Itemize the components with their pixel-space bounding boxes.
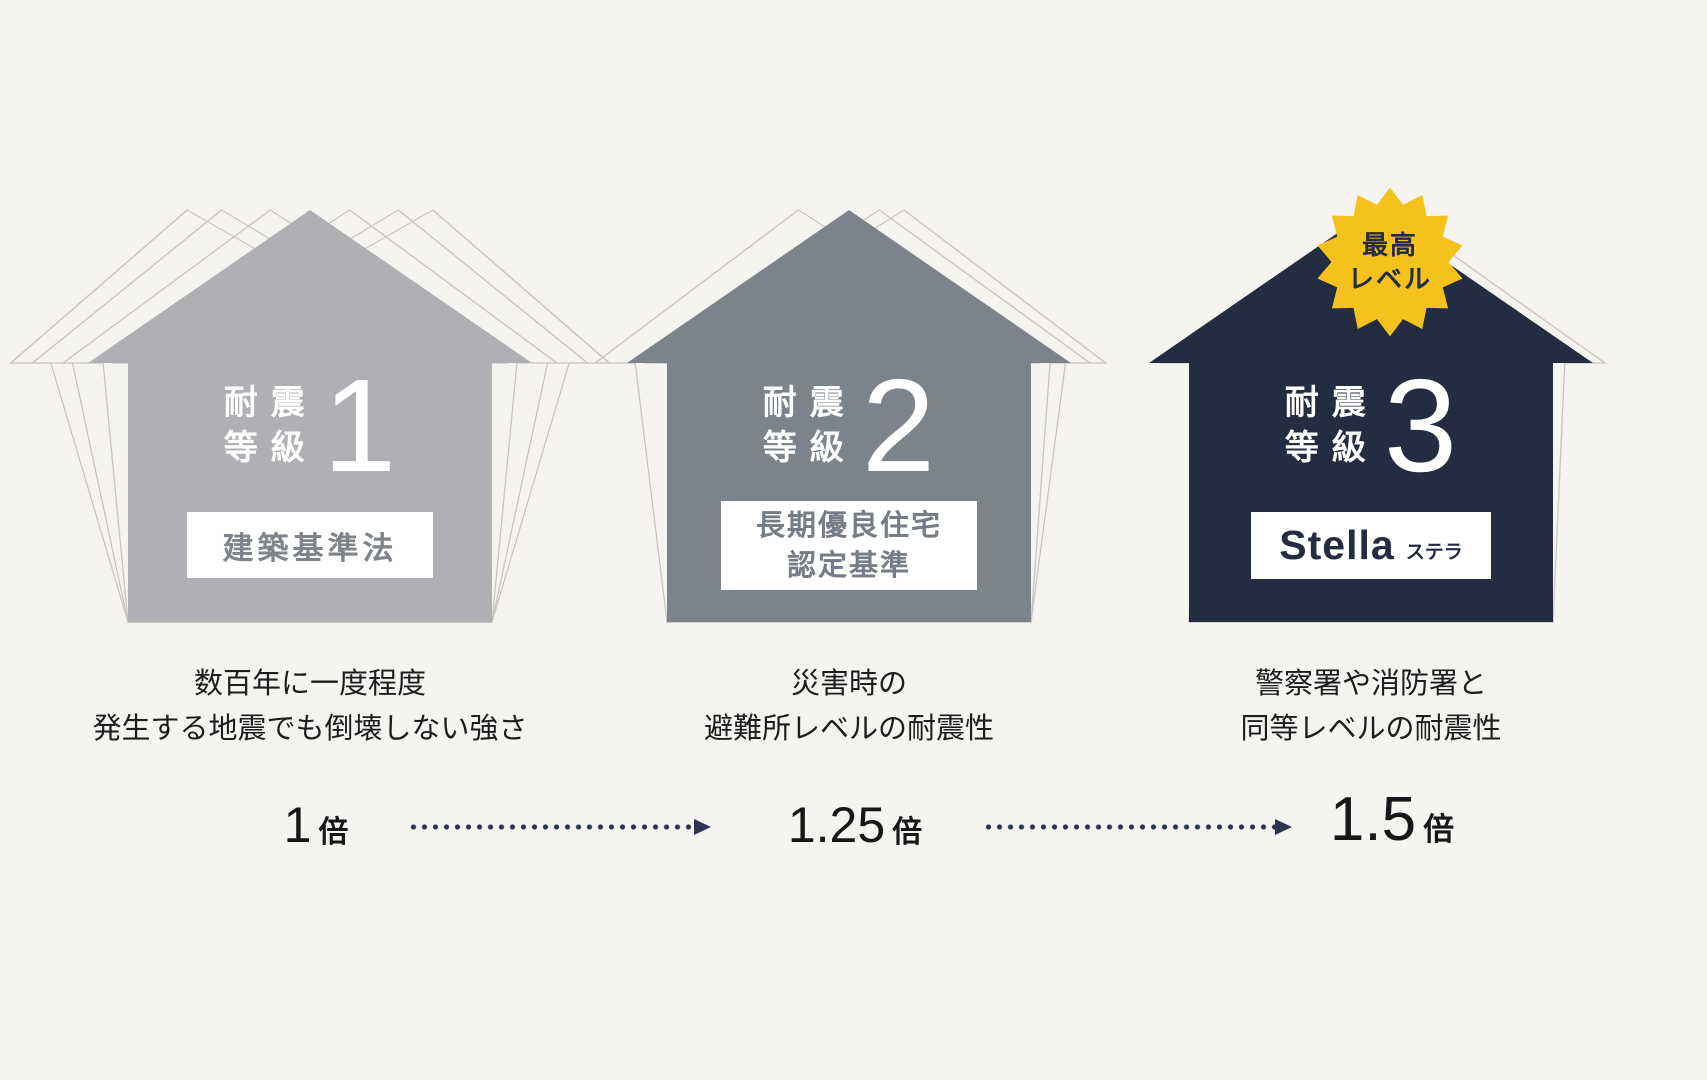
house1-body <box>128 360 492 622</box>
multiplier-unit: 倍 <box>318 816 349 849</box>
multiplier-value: 1.25 <box>787 797 886 853</box>
grade3-prefix: 耐震 等級 <box>1284 384 1379 467</box>
house2-roof <box>627 210 1071 363</box>
grade1-title: 耐震 等級 1 <box>64 352 556 499</box>
multiplier-value: 1 <box>283 797 312 853</box>
brand-ruby: ステラ <box>1405 542 1463 563</box>
grade1-prefix: 耐震 等級 <box>223 384 318 467</box>
multiplier-unit: 倍 <box>1423 812 1455 847</box>
grade2-number: 2 <box>861 352 936 499</box>
grade1-number: 1 <box>322 352 397 499</box>
grade2-description: 災害時の 避難所レベルの耐震性 <box>703 668 994 745</box>
grade3-description: 警察署や消防署と 同等レベルの耐震性 <box>1240 668 1502 745</box>
arrowhead-icon <box>1275 819 1292 835</box>
grade1-description: 数百年に一度程度 発生する地震でも倒壊しない強さ <box>92 668 528 745</box>
grade3-number: 3 <box>1383 352 1458 499</box>
grade2-column: 耐震 等級 2 長期優良住宅 認定基準 災害時の 避難所レベルの耐震性 <box>593 0 1108 1080</box>
grade3-title: 耐震 等級 3 <box>1125 352 1617 499</box>
arrowhead-icon <box>694 819 711 835</box>
badge-text: 最高 レベル <box>1347 230 1432 294</box>
multiplier-value: 1.5 <box>1329 785 1417 854</box>
house1-roof <box>88 210 532 363</box>
grade2-standard-label: 長期優良住宅 認定基準 <box>721 501 977 590</box>
grade2-title: 耐震 等級 2 <box>603 352 1095 499</box>
grade1-column: 耐震 等級 1 建築基準法 数百年に一度程度 発生する地震でも倒壊しない強さ <box>8 0 612 1080</box>
dotted-arrow-icon <box>983 819 1292 835</box>
grade2-prefix: 耐震 等級 <box>762 384 857 467</box>
grade1-standard-label: 建築基準法 <box>187 512 433 578</box>
grade3-column: 最高 レベル 耐震 等級 3 Stella ステラ 警察署や消防署と 同等レベル… <box>1125 0 1617 1080</box>
brand-name: Stella <box>1279 522 1395 568</box>
grade3-brand-label: Stella ステラ <box>1251 512 1491 579</box>
multiplier-unit: 倍 <box>892 816 923 849</box>
starburst-icon <box>1317 187 1463 337</box>
dotted-arrow-icon <box>408 819 711 835</box>
top-level-badge: 最高 レベル <box>1311 183 1469 341</box>
